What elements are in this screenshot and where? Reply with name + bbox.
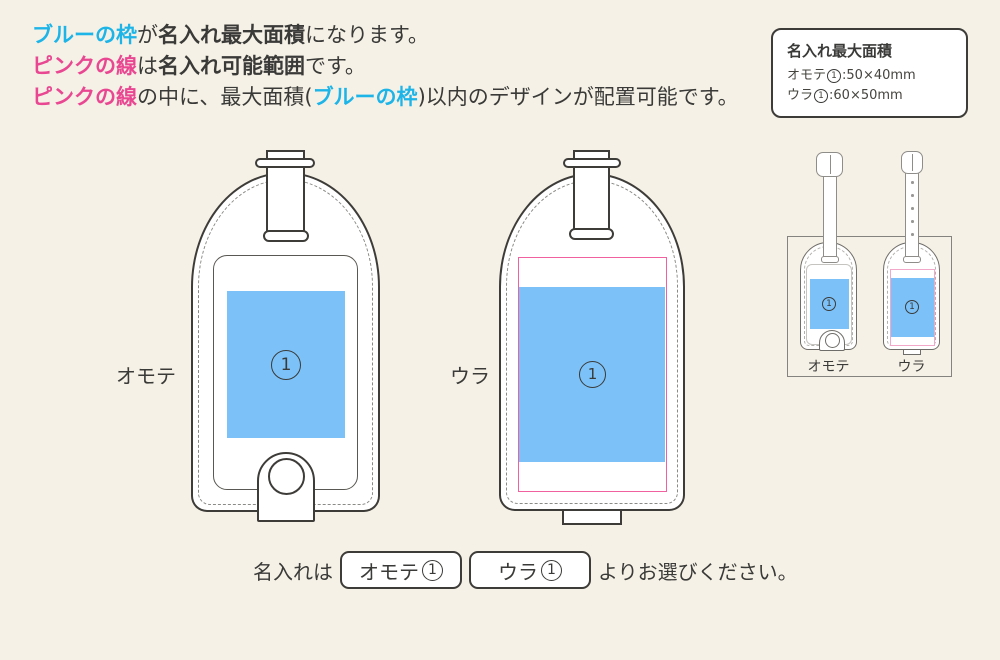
thumb-back-strap-hole xyxy=(911,194,914,197)
thumb-back-strap-slot xyxy=(903,256,921,263)
max-print-area-info-box: 名入れ最大面積 オモテ 1 :50×40mm ウラ 1 :60×50mm xyxy=(771,28,968,118)
back-tag-bottom-tab xyxy=(562,510,622,525)
thumb-front-label: オモテ xyxy=(807,359,850,375)
circled-1-badge: 1 xyxy=(579,361,606,388)
print-position-chooser: 名入れは オモテ 1 ウラ 1 よりお選びください。 xyxy=(253,550,798,590)
thumb-back-print-area: 1 xyxy=(891,278,934,337)
back-printable-range: 1 xyxy=(518,257,667,492)
thumb-back-label: ウラ xyxy=(897,359,926,375)
front-tag-snap-button xyxy=(268,458,305,495)
footer-tail-text: よりお選びください。 xyxy=(598,559,798,584)
thumb-front-strap-slot xyxy=(821,256,839,263)
intro-line-1: ブルーの枠が名入れ最大面積になります。 xyxy=(32,23,429,47)
thumbnail-panel xyxy=(787,236,952,377)
circled-1-badge: 1 xyxy=(422,559,443,581)
thumb-back-bottom-tab xyxy=(903,349,921,355)
intro-line-2: ピンクの線は名入れ可能範囲です。 xyxy=(32,54,366,78)
circled-1-badge: 1 xyxy=(905,300,919,314)
circled-1-badge: 1 xyxy=(814,89,829,103)
back-tag-strap-slot xyxy=(569,228,614,240)
info-box-title: 名入れ最大面積 xyxy=(787,42,893,60)
intro-text: ブルーの枠が名入れ最大面積になります。 ピンクの線は名入れ可能範囲です。 ピンク… xyxy=(32,20,739,113)
thumb-back-strap-hole xyxy=(911,207,914,210)
blue-frame-term: ブルーの枠 xyxy=(312,85,418,109)
thumb-back-strap-hole xyxy=(911,233,914,236)
front-tag-label: オモテ xyxy=(116,364,176,388)
option-front-button[interactable]: オモテ 1 xyxy=(340,551,462,589)
info-row-back: ウラ 1 :60×50mm xyxy=(787,88,903,103)
thumb-back-strap-hole xyxy=(911,220,914,223)
circled-1-badge: 1 xyxy=(541,559,562,581)
front-tag-strap-slot xyxy=(263,230,309,242)
front-tag-strap-ring xyxy=(255,158,315,168)
front-tag-snap-tab xyxy=(257,452,315,522)
thumb-front-body: 1 xyxy=(800,242,857,351)
thumb-back-strap-hole xyxy=(911,181,914,184)
back-tag-strap-ring xyxy=(563,158,621,168)
footer-lead-text: 名入れは xyxy=(253,559,333,584)
thumb-front-snap-tab xyxy=(819,330,845,351)
thumb-front-buckle xyxy=(816,152,843,177)
blue-frame-term: ブルーの枠 xyxy=(32,23,137,47)
circled-1-badge: 1 xyxy=(271,350,301,380)
back-tag-label: ウラ xyxy=(450,364,490,388)
circled-1-badge: 1 xyxy=(822,297,836,311)
info-row-front: オモテ 1 :50×40mm xyxy=(787,68,916,83)
front-max-print-area: 1 xyxy=(227,291,345,438)
back-max-print-area: 1 xyxy=(519,287,665,462)
thumb-front-snap-button xyxy=(825,333,840,348)
option-back-button[interactable]: ウラ 1 xyxy=(469,551,591,589)
intro-line-3: ピンクの線の中に、最大面積(ブルーの枠)以内のデザインが配置可能です。 xyxy=(32,85,739,109)
thumb-front-print-area: 1 xyxy=(810,279,849,329)
pink-line-term: ピンクの線 xyxy=(32,54,137,78)
thumb-back-printable-range: 1 xyxy=(890,269,935,346)
thumb-back-buckle xyxy=(901,151,923,174)
pink-line-term: ピンクの線 xyxy=(32,85,137,109)
circled-1-badge: 1 xyxy=(827,69,842,83)
